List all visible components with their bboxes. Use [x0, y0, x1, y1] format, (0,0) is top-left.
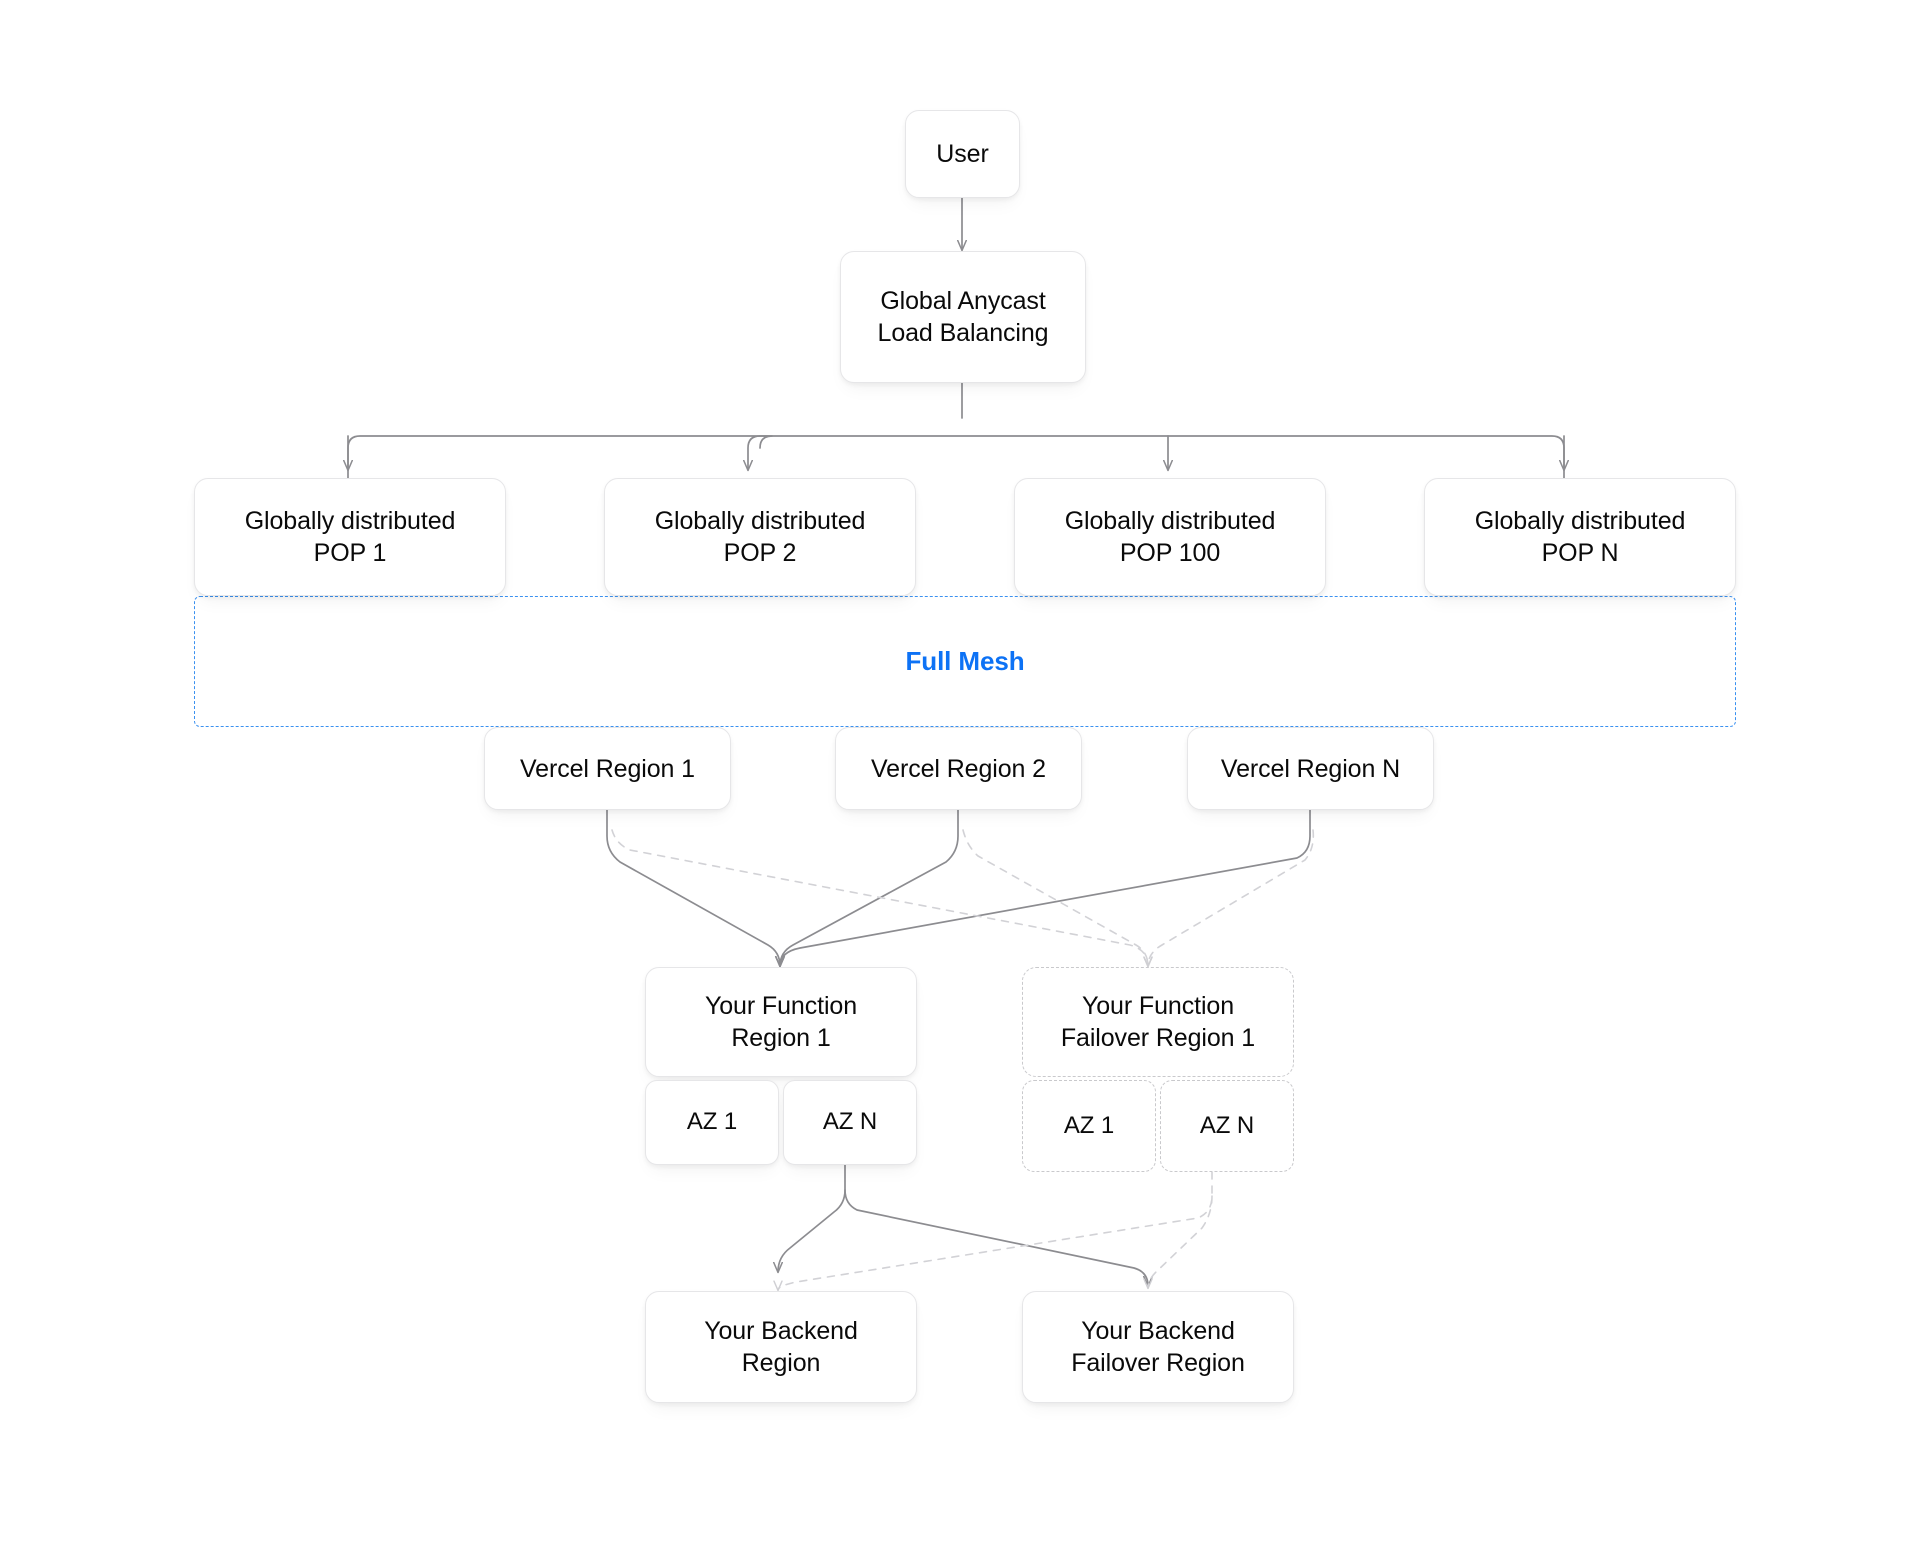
node-pop-100-label: Globally distributed POP 100: [1064, 507, 1276, 567]
node-vercel-region-2-label: Vercel Region 2: [870, 754, 1046, 783]
node-pop-100[interactable]: Globally distributed POP 100: [1014, 478, 1326, 596]
node-backend-failover-region[interactable]: Your Backend Failover Region: [1022, 1291, 1294, 1403]
node-function-failover-region-1-az-n-label: AZ N: [1199, 1111, 1255, 1139]
node-pop-n[interactable]: Globally distributed POP N: [1424, 478, 1736, 596]
full-mesh-container: Full Mesh: [194, 596, 1736, 727]
node-function-region-1[interactable]: Your Function Region 1: [645, 967, 917, 1077]
node-vercel-region-1[interactable]: Vercel Region 1: [484, 727, 731, 810]
node-global-anycast[interactable]: Global Anycast Load Balancing: [840, 251, 1086, 383]
node-function-failover-region-1-az-1-label: AZ 1: [1063, 1111, 1115, 1139]
full-mesh-label: Full Mesh: [905, 646, 1025, 676]
node-pop-2-label: Globally distributed POP 2: [654, 507, 866, 567]
node-function-failover-region-1-az-n[interactable]: AZ N: [1160, 1080, 1294, 1172]
node-function-region-1-az-n-label: AZ N: [822, 1108, 878, 1136]
node-pop-2[interactable]: Globally distributed POP 2: [604, 478, 916, 596]
node-user[interactable]: User: [905, 110, 1020, 198]
node-pop-1-label: Globally distributed POP 1: [244, 507, 456, 567]
node-pop-n-label: Globally distributed POP N: [1474, 507, 1686, 567]
node-backend-failover-region-label: Your Backend Failover Region: [1071, 1317, 1245, 1377]
node-vercel-region-n-label: Vercel Region N: [1220, 754, 1401, 783]
node-vercel-region-n[interactable]: Vercel Region N: [1187, 727, 1434, 810]
node-backend-region[interactable]: Your Backend Region: [645, 1291, 917, 1403]
node-function-region-1-label: Your Function Region 1: [704, 992, 858, 1052]
node-function-failover-region-1-az-1[interactable]: AZ 1: [1022, 1080, 1156, 1172]
node-function-region-1-az-1[interactable]: AZ 1: [645, 1080, 779, 1165]
node-function-failover-region-1[interactable]: Your Function Failover Region 1: [1022, 967, 1294, 1077]
node-vercel-region-2[interactable]: Vercel Region 2: [835, 727, 1082, 810]
node-user-label: User: [936, 140, 989, 168]
node-function-region-1-az-1-label: AZ 1: [686, 1108, 738, 1136]
node-function-region-1-az-n[interactable]: AZ N: [783, 1080, 917, 1165]
node-pop-1[interactable]: Globally distributed POP 1: [194, 478, 506, 596]
node-function-failover-region-1-label: Your Function Failover Region 1: [1060, 992, 1256, 1052]
node-global-anycast-label: Global Anycast Load Balancing: [877, 287, 1049, 347]
node-vercel-region-1-label: Vercel Region 1: [519, 754, 695, 783]
node-backend-region-label: Your Backend Region: [704, 1317, 858, 1377]
